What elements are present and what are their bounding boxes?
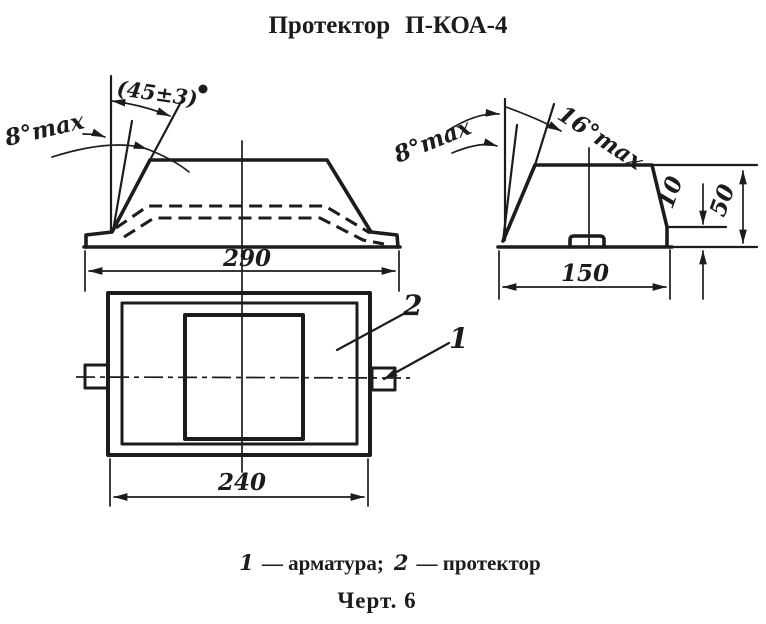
figure-label: Черт. 6 (337, 588, 416, 613)
side-view: 8°max 16°max 150 50 10 (389, 97, 759, 300)
angle-16-arc (505, 106, 562, 132)
armature-section (568, 234, 606, 249)
angle-16deg-extension (533, 102, 556, 167)
angle-8max-side-label: 8°max (389, 113, 475, 169)
plan-armature-window (183, 313, 305, 441)
caption-num-2: 2 (393, 550, 409, 575)
plan-inner-rect (120, 301, 359, 446)
angle-8-side-arrow-a (446, 108, 500, 132)
plan-view: 2 1 240 (75, 289, 468, 507)
caption-label-2: — протектор (415, 551, 540, 575)
callout-2-label: 2 (402, 289, 422, 322)
hidden-edge-upper (115, 204, 371, 235)
caption-num-1: 1 (239, 550, 254, 575)
dim-240-value: 240 (217, 469, 266, 496)
angle-45-arc (111, 98, 171, 117)
side-outline (501, 163, 669, 248)
plan-outer-rect (106, 291, 372, 457)
degree-dot-icon (198, 84, 208, 94)
page-title: Протектор П-КОА-4 (268, 12, 508, 39)
callout-1-leader (382, 341, 451, 381)
angle-8deg-line (111, 119, 134, 233)
dim-150-value: 150 (561, 260, 609, 287)
front-outline (84, 158, 400, 249)
title-word-2: П-КОА-4 (405, 12, 508, 39)
angle-8-arc-tail (146, 148, 190, 173)
caption: 1 — арматура; 2— протектор (239, 550, 540, 575)
callout-2-leader (335, 310, 409, 352)
angle-45-label: (45±3) (115, 75, 199, 111)
callout-1-label: 1 (449, 322, 468, 355)
plan-axis-line (75, 376, 411, 379)
angle-45deg-extension (148, 100, 183, 162)
dim-290-value: 290 (222, 245, 271, 272)
armature-tab-left (83, 363, 110, 390)
angle-8-arrow-a (82, 128, 106, 138)
angle-8deg-line-side (501, 123, 519, 243)
hidden-edge-lower (123, 216, 385, 246)
angle-8-arrow-b (51, 141, 148, 158)
front-view: (45±3) 8°max 290 (1, 74, 402, 473)
angle-8-side-arrow-b (451, 138, 498, 154)
dim-50-value: 50 (704, 181, 740, 220)
title-word-1: Протектор (268, 12, 390, 39)
dim-10-value: 10 (652, 173, 688, 212)
caption-label-1: — арматура; (261, 551, 384, 575)
angle-8max-label: 8°max (1, 107, 87, 152)
